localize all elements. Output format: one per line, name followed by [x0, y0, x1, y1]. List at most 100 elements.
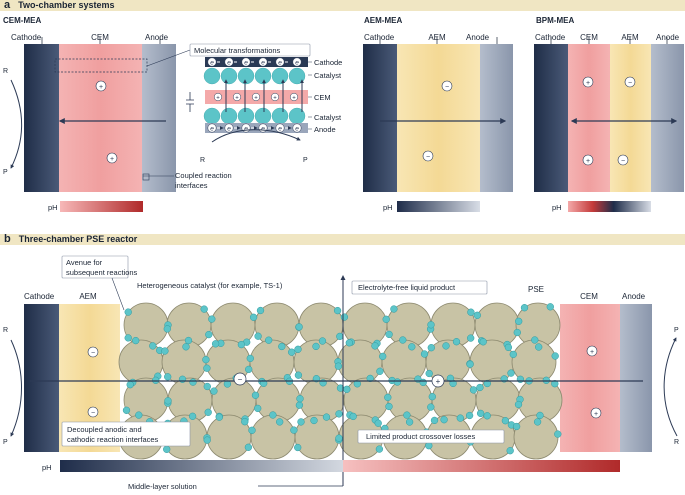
- proton-symbol: +: [216, 96, 220, 102]
- catalyst-particle: [203, 107, 221, 125]
- ionomer-dot: [288, 348, 296, 356]
- bpm-mea-ph-label: pH: [552, 203, 562, 212]
- pse-label-anode: Anode: [622, 292, 646, 301]
- bpm-mea-label-anode: Anode: [656, 33, 680, 42]
- ionomer-dot: [509, 350, 517, 359]
- ionomer-dot: [515, 317, 523, 325]
- ionomer-dot: [202, 356, 210, 364]
- callout-avenue-line: [111, 277, 125, 311]
- electron-symbol: e: [295, 60, 299, 67]
- proton-symbol: +: [235, 96, 239, 102]
- panel-b-letter: b: [4, 233, 11, 245]
- aem-mea-anode: [480, 44, 513, 192]
- catalyst-particle: [250, 414, 296, 460]
- electron-symbol: e: [244, 60, 248, 67]
- catalyst-particle: [271, 67, 289, 85]
- ionomer-dot: [385, 402, 393, 411]
- pse-cem-ion-1: +: [586, 345, 598, 357]
- catalyst-particle: [237, 67, 255, 85]
- ionomer-dot: [203, 382, 211, 391]
- ionomer-dot: [211, 340, 220, 348]
- pse-cem: [560, 304, 620, 452]
- ionomer-dot: [203, 364, 211, 372]
- ionomer-dot: [366, 374, 374, 383]
- ionomer-dot: [248, 426, 256, 434]
- cem-mea-title: CEM-MEA: [3, 16, 41, 25]
- callout-molecular-box: [189, 43, 311, 57]
- cem-mea-product: P: [3, 169, 8, 176]
- proton-symbol: +: [292, 96, 296, 102]
- electron-icon: [258, 57, 268, 67]
- cem-mea-label-anode: Anode: [145, 33, 169, 42]
- ionomer-dot: [427, 403, 435, 411]
- ionomer-dot: [295, 401, 304, 409]
- callout-avenue-box: [61, 255, 129, 279]
- ionomer-dot: [335, 434, 343, 442]
- pse-label-aem: AEM: [79, 292, 97, 301]
- ionomer-dot: [245, 365, 253, 374]
- ionomer-dot: [428, 393, 436, 401]
- electron-symbol: e: [295, 126, 299, 133]
- ionomer-dot: [440, 416, 448, 424]
- ionomer-dot: [476, 409, 485, 418]
- ionomer-dot: [205, 330, 213, 339]
- cem-mea-ph-label: pH: [48, 203, 58, 212]
- aem-mea-ph-label: pH: [383, 203, 393, 212]
- catalyst-particle: [271, 107, 289, 125]
- ionomer-dot: [164, 373, 172, 381]
- pse-right-product: P: [674, 327, 679, 334]
- ionomer-dot: [551, 352, 559, 360]
- aem-mea-label-anode: Anode: [466, 33, 490, 42]
- pse-reactor-diagram: Cathode AEM PSE CEM Anode − + − −: [3, 255, 679, 491]
- ionomer-dot: [215, 413, 223, 421]
- svg-text:−: −: [445, 84, 449, 91]
- ionomer-dot: [405, 418, 414, 426]
- ionomer-dot: [546, 303, 554, 311]
- ionomer-dot: [520, 304, 529, 312]
- aem-mea-label-cathode: Cathode: [364, 33, 395, 42]
- ionomer-dot: [334, 362, 343, 370]
- ionomer-dot: [452, 338, 461, 346]
- ionomer-dot: [182, 343, 190, 351]
- callout-coupled-line2: interfaces: [175, 181, 208, 190]
- bpm-mea-ion-1: +: [582, 76, 594, 88]
- bpm-mea-diagram: BPM-MEA Cathode CEM AEM Anode + − + − pH: [534, 16, 684, 212]
- ionomer-dot: [513, 328, 521, 337]
- bpm-mea-aem-layer: [610, 44, 651, 192]
- svg-text:+: +: [590, 349, 594, 356]
- ionomer-dot: [340, 313, 349, 321]
- ionomer-dot: [244, 443, 253, 451]
- svg-text:+: +: [99, 84, 103, 91]
- electron-icon: [241, 57, 251, 67]
- cem-mea-reactant: R: [3, 68, 8, 75]
- ionomer-dot: [419, 378, 427, 387]
- panel-a-title: Two-chamber systems: [18, 0, 115, 10]
- ionomer-dot: [427, 321, 435, 329]
- callout-decoupled-line2: cathodic reaction interfaces: [67, 435, 159, 444]
- ionomer-dot: [256, 306, 265, 315]
- ionomer-dot: [374, 419, 382, 427]
- cem-mea-ph-bar: [60, 201, 143, 212]
- cem-mea-anode: [142, 44, 176, 192]
- catalyst-particle: [220, 67, 238, 85]
- proton-symbol: +: [254, 96, 258, 102]
- ionomer-dot: [237, 340, 246, 349]
- pse-left-product: P: [3, 439, 8, 446]
- proton-icon: [213, 92, 223, 102]
- callout-middle-text: Middle-layer solution: [128, 482, 197, 491]
- ionomer-dot: [223, 380, 232, 388]
- ionomer-dot: [178, 375, 187, 383]
- pse-right-reactant: R: [674, 439, 679, 446]
- aem-mea-diagram: AEM-MEA Cathode AEM Anode − − pH: [363, 16, 513, 212]
- inset-reactant: R: [200, 157, 205, 164]
- ionomer-dot: [322, 413, 331, 421]
- panel-b-band: [0, 234, 685, 245]
- ionomer-dot: [335, 410, 343, 418]
- aem-mea-label-ticks: [379, 37, 498, 44]
- pse-ph-label: pH: [42, 463, 52, 472]
- ionomer-dot: [456, 414, 464, 422]
- ionomer-dot: [296, 395, 304, 403]
- electron-icon: [275, 123, 285, 133]
